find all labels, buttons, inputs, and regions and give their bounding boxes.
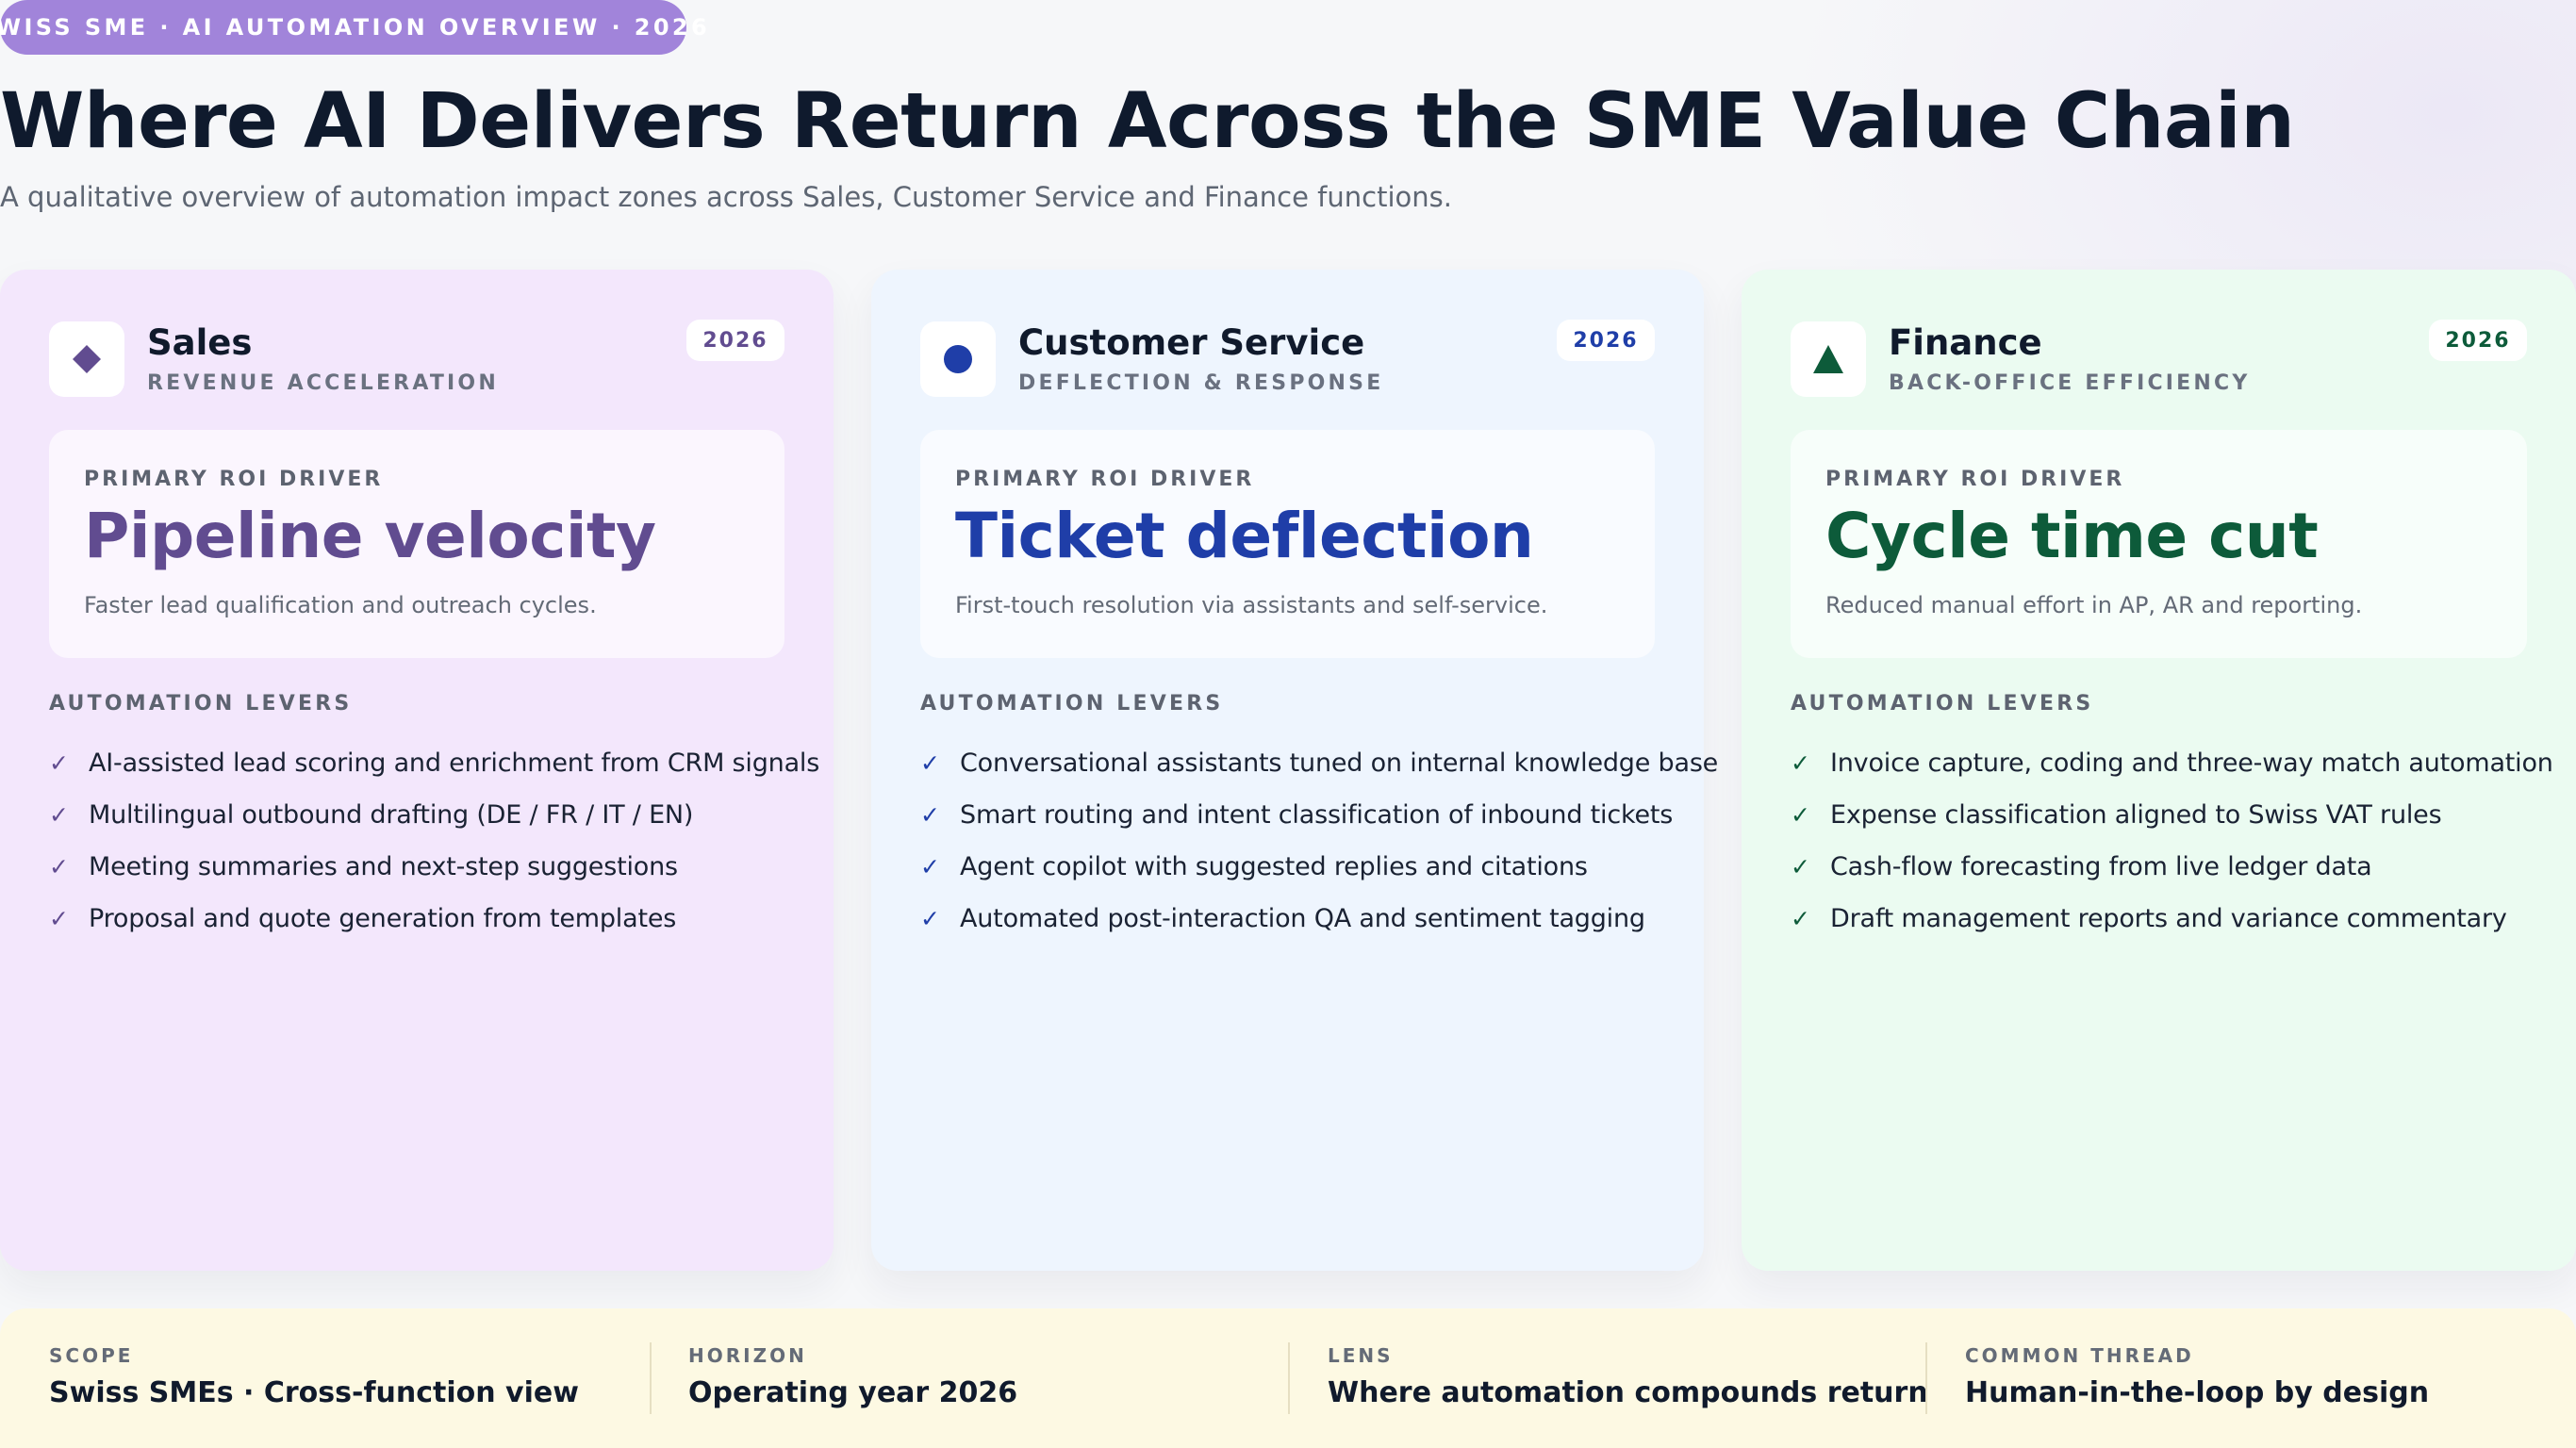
- lever-text: Expense classification aligned to Swiss …: [1830, 800, 2442, 830]
- diamond-icon: [73, 345, 101, 373]
- lever-text: Draft management reports and variance co…: [1830, 904, 2507, 933]
- card-customer-service: Customer Service DEFLECTION & RESPONSE 2…: [871, 270, 1718, 1271]
- page-title: Where AI Delivers Return Across the SME …: [0, 77, 2295, 166]
- footer-divider: [650, 1342, 652, 1414]
- roi-label: PRIMARY ROI DRIVER: [84, 468, 384, 491]
- lever-item: ✓ Draft management reports and variance c…: [1791, 893, 2553, 945]
- roi-panel: PRIMARY ROI DRIVER Cycle time cut Reduce…: [1791, 430, 2527, 658]
- lever-text: Invoice capture, coding and three-way ma…: [1830, 749, 2553, 778]
- card-title: Sales: [147, 322, 253, 363]
- footer-item-scope: SCOPE Swiss SMEs · Cross-function view: [0, 1308, 651, 1448]
- footer-item-horizon: HORIZON Operating year 2026: [639, 1308, 1290, 1448]
- card-title: Finance: [1889, 322, 2042, 363]
- levers-heading: AUTOMATION LEVERS: [920, 692, 1224, 716]
- footer-value: Human-in-the-loop by design: [1965, 1376, 2430, 1409]
- check-icon: ✓: [49, 749, 69, 777]
- card-finance: Finance BACK-OFFICE EFFICIENCY 2026 PRIM…: [1742, 270, 2576, 1271]
- card-icon-box: [1791, 321, 1866, 397]
- lever-text: Smart routing and intent classification …: [960, 800, 1674, 830]
- year-badge: 2026: [2429, 320, 2527, 361]
- check-icon: ✓: [1791, 801, 1810, 829]
- check-icon: ✓: [920, 853, 940, 880]
- lever-text: AI-assisted lead scoring and enrichment …: [89, 749, 820, 778]
- check-icon: ✓: [920, 905, 940, 932]
- footer-value: Where automation compounds return: [1328, 1376, 1928, 1409]
- triangle-icon: [1813, 345, 1843, 373]
- page-subtitle: A qualitative overview of automation imp…: [0, 181, 1452, 213]
- card-subtitle: REVENUE ACCELERATION: [147, 371, 499, 395]
- lever-text: Cash-flow forecasting from live ledger d…: [1830, 852, 2372, 881]
- check-icon: ✓: [1791, 905, 1810, 932]
- lever-text: Automated post-interaction QA and sentim…: [960, 904, 1645, 933]
- lever-item: ✓ Proposal and quote generation from temp…: [49, 893, 819, 945]
- card-title: Customer Service: [1018, 322, 1365, 363]
- card-icon-box: [920, 321, 996, 397]
- levers-list: ✓ AI-assisted lead scoring and enrichment…: [49, 737, 819, 945]
- check-icon: ✓: [1791, 853, 1810, 880]
- lever-text: Meeting summaries and next-step suggesti…: [89, 852, 678, 881]
- lever-item: ✓ Automated post-interaction QA and senti…: [920, 893, 1718, 945]
- lever-text: Multilingual outbound drafting (DE / FR …: [89, 800, 694, 830]
- lever-text: Agent copilot with suggested replies and…: [960, 852, 1588, 881]
- year-badge: 2026: [686, 320, 784, 361]
- roi-panel: PRIMARY ROI DRIVER Pipeline velocity Fas…: [49, 430, 784, 658]
- roi-value: Ticket deflection: [955, 500, 1534, 572]
- lever-item: ✓ Cash-flow forecasting from live ledger …: [1791, 841, 2553, 893]
- footer-label: LENS: [1328, 1344, 1394, 1367]
- roi-description: First-touch resolution via assistants an…: [955, 592, 1548, 618]
- check-icon: ✓: [49, 905, 69, 932]
- roi-description: Faster lead qualification and outreach c…: [84, 592, 597, 618]
- summary-footer: SCOPE Swiss SMEs · Cross-function view H…: [0, 1308, 2576, 1448]
- lever-item: ✓ Meeting summaries and next-step suggest…: [49, 841, 819, 893]
- footer-divider: [1925, 1342, 1927, 1414]
- circle-icon: [944, 345, 972, 373]
- lever-item: ✓ Agent copilot with suggested replies an…: [920, 841, 1718, 893]
- check-icon: ✓: [49, 801, 69, 829]
- footer-label: HORIZON: [688, 1344, 807, 1367]
- footer-item-common-thread: COMMON THREAD Human-in-the-loop by desig…: [1916, 1308, 2567, 1448]
- lever-item: ✓ AI-assisted lead scoring and enrichment…: [49, 737, 819, 789]
- footer-label: COMMON THREAD: [1965, 1344, 2194, 1367]
- levers-heading: AUTOMATION LEVERS: [1791, 692, 2094, 716]
- footer-value: Swiss SMEs · Cross-function view: [49, 1376, 579, 1409]
- check-icon: ✓: [920, 801, 940, 829]
- footer-label: SCOPE: [49, 1344, 134, 1367]
- levers-list: ✓ Conversational assistants tuned on inte…: [920, 737, 1718, 945]
- lever-item: ✓ Conversational assistants tuned on inte…: [920, 737, 1718, 789]
- check-icon: ✓: [920, 749, 940, 777]
- roi-value: Cycle time cut: [1825, 500, 2319, 572]
- footer-item-lens: LENS Where automation compounds return: [1279, 1308, 1929, 1448]
- check-icon: ✓: [49, 853, 69, 880]
- lever-item: ✓ Multilingual outbound drafting (DE / FR…: [49, 789, 819, 841]
- lever-text: Proposal and quote generation from templ…: [89, 904, 677, 933]
- card-subtitle: DEFLECTION & RESPONSE: [1018, 371, 1384, 395]
- card-sales: Sales REVENUE ACCELERATION 2026 PRIMARY …: [0, 270, 834, 1271]
- footer-value: Operating year 2026: [688, 1376, 1018, 1409]
- roi-description: Reduced manual effort in AP, AR and repo…: [1825, 592, 2363, 618]
- levers-list: ✓ Invoice capture, coding and three-way m…: [1791, 737, 2553, 945]
- card-icon-box: [49, 321, 124, 397]
- lever-item: ✓ Smart routing and intent classification…: [920, 789, 1718, 841]
- lever-text: Conversational assistants tuned on inter…: [960, 749, 1719, 778]
- eyebrow-badge: SWISS SME · AI AUTOMATION OVERVIEW · 202…: [0, 0, 707, 55]
- lever-item: ✓ Invoice capture, coding and three-way m…: [1791, 737, 2553, 789]
- check-icon: ✓: [1791, 749, 1810, 777]
- roi-panel: PRIMARY ROI DRIVER Ticket deflection Fir…: [920, 430, 1655, 658]
- footer-divider: [1288, 1342, 1290, 1414]
- roi-label: PRIMARY ROI DRIVER: [955, 468, 1255, 491]
- lever-item: ✓ Expense classification aligned to Swiss…: [1791, 789, 2553, 841]
- levers-heading: AUTOMATION LEVERS: [49, 692, 353, 716]
- roi-label: PRIMARY ROI DRIVER: [1825, 468, 2125, 491]
- year-badge: 2026: [1557, 320, 1655, 361]
- roi-value: Pipeline velocity: [84, 500, 656, 572]
- card-subtitle: BACK-OFFICE EFFICIENCY: [1889, 371, 2251, 395]
